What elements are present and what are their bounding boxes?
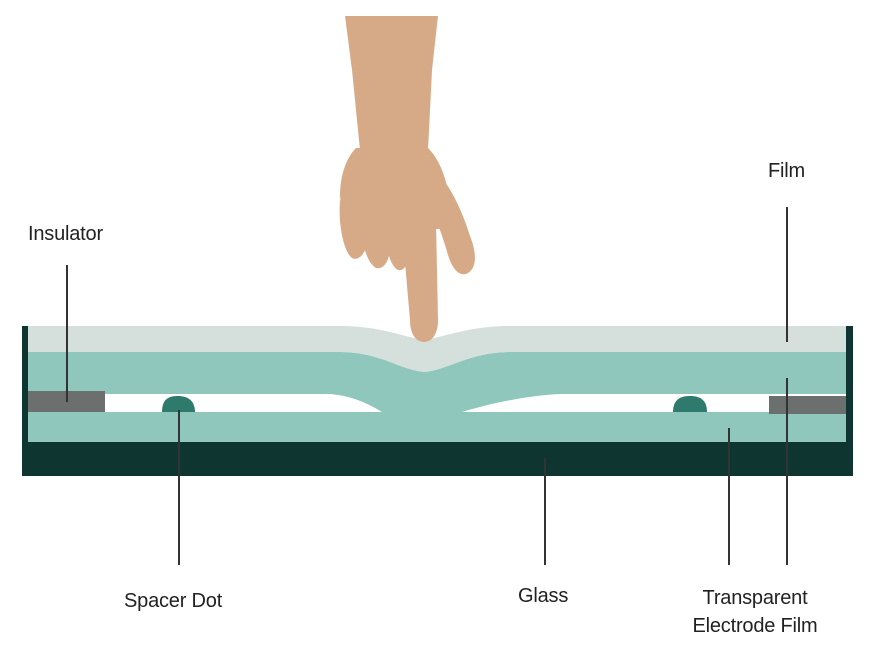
spacer-dot-left [162, 396, 195, 412]
electrode-film [28, 352, 846, 412]
glass-label: Glass [518, 585, 569, 607]
spacer-dot-label: Spacer Dot [124, 590, 223, 612]
pointing-hand-icon [339, 16, 475, 342]
transparent-electrode-film-label-line2: Electrode Film [692, 615, 818, 637]
transparent-electrode-film-label-line1: Transparent [702, 587, 808, 609]
spacer-dot-right [673, 396, 707, 412]
frame-base [22, 326, 853, 476]
film-label: Film [768, 160, 805, 182]
transparent-electrode-film-label: Transparent Electrode Film [680, 584, 830, 640]
top-film [28, 326, 846, 372]
glass-layer [28, 412, 846, 442]
insulator-label: Insulator [28, 223, 103, 245]
leader-lines [66, 207, 788, 565]
air-gap [28, 394, 846, 412]
insulator-right [769, 396, 846, 414]
